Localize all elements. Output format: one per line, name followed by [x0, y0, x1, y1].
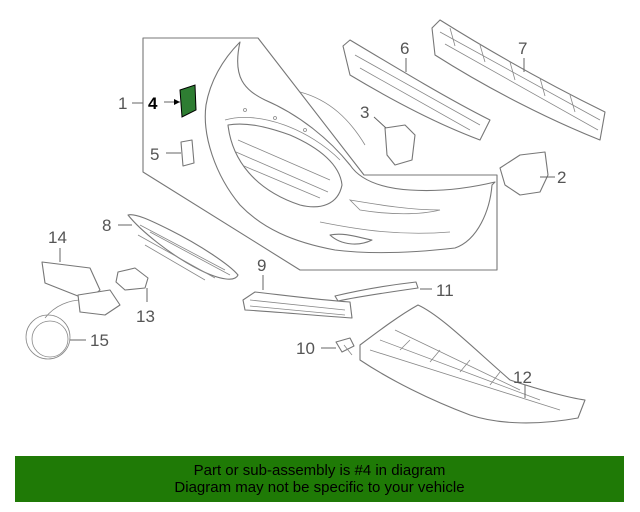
callout-13: 13: [136, 307, 155, 326]
part-13-sensor: [115, 267, 149, 291]
callout-4: 4: [148, 94, 158, 113]
part-10-bolt: [335, 337, 355, 356]
callout-2: 2: [557, 168, 566, 187]
part-15-harness: [25, 299, 86, 360]
sensor-holder: [77, 289, 121, 316]
banner-line-1: Part or sub-assembly is #4 in diagram: [193, 462, 446, 479]
part-7-reinforcement: [431, 19, 606, 141]
callout-8: 8: [102, 216, 111, 235]
callout-9: 9: [257, 256, 266, 275]
callout-11: 11: [436, 281, 454, 300]
part-4-cap: [179, 84, 197, 118]
callout-6: 6: [400, 39, 409, 58]
callout-15: 15: [90, 331, 109, 350]
callout-10: 10: [296, 339, 315, 358]
part-8-lower-grille: [127, 214, 239, 281]
callout-14: 14: [48, 228, 67, 247]
parts-diagram: 1 2 3 4 5 6 7 8 9 10 11 12 13 14 15: [25, 19, 606, 424]
part-2-bracket: [499, 151, 549, 196]
part-11-strip: [334, 281, 419, 302]
part-3-bracket: [384, 124, 416, 166]
part-5-cap: [180, 139, 195, 167]
callout-5: 5: [150, 145, 159, 164]
callout-7: 7: [518, 39, 527, 58]
banner-line-2: Diagram may not be specific to your vehi…: [174, 479, 465, 496]
callout-3: 3: [360, 103, 369, 122]
callout-12: 12: [513, 368, 532, 387]
part-9-trim: [242, 291, 353, 319]
bumper-cover: [204, 41, 496, 254]
callout-1: 1: [118, 94, 127, 113]
part-12-splash-shield: [359, 304, 586, 424]
info-banner: Part or sub-assembly is #4 in diagram Di…: [15, 456, 624, 502]
part-6-absorber: [342, 39, 491, 141]
